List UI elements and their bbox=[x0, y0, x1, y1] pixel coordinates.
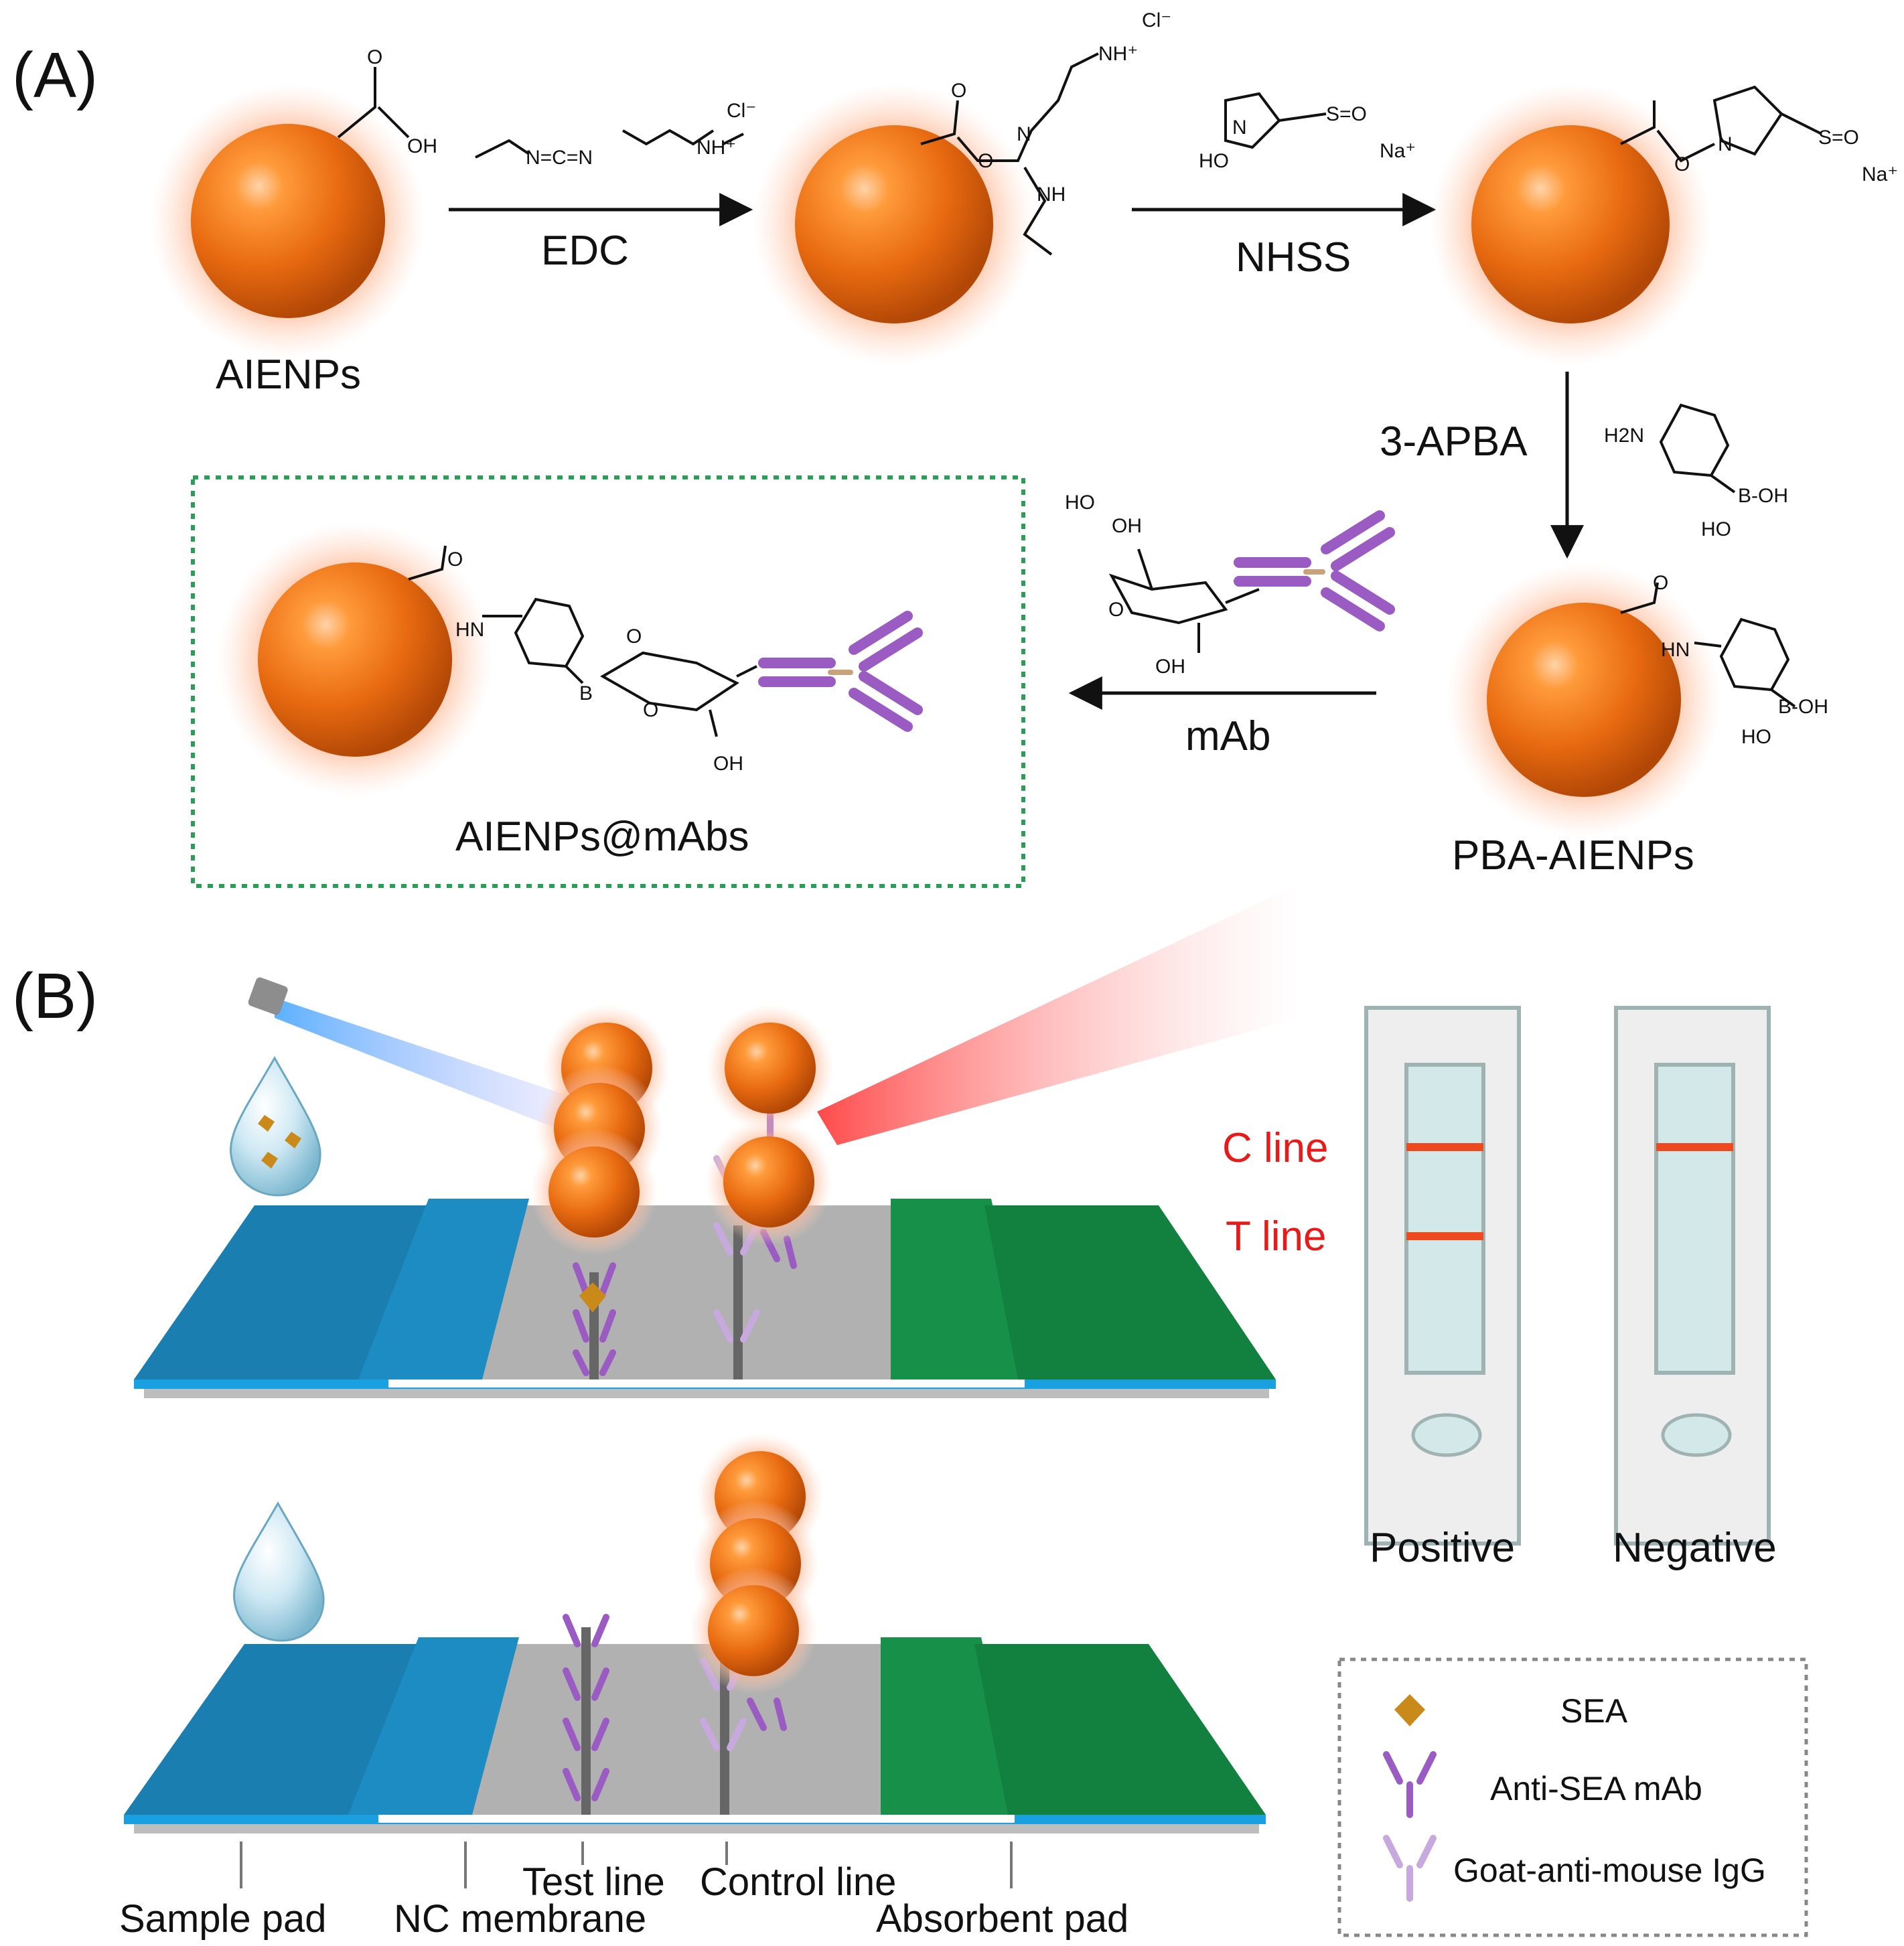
legend-box bbox=[1337, 1657, 1808, 1937]
chem-o-8: O bbox=[626, 625, 642, 648]
label-test-line: Test line bbox=[522, 1860, 665, 1904]
label-t-line: T line bbox=[1226, 1213, 1327, 1260]
test-strip-positive bbox=[134, 1199, 1276, 1398]
cassette-negative bbox=[1614, 1006, 1771, 1546]
chem-h2n: H2N bbox=[1604, 425, 1644, 447]
chem-o-6: O bbox=[1108, 599, 1124, 621]
label-control-line: Control line bbox=[700, 1860, 896, 1904]
chem-nh-plus: NH⁺ bbox=[697, 137, 736, 159]
sample-pad-2 bbox=[124, 1644, 419, 1815]
chem-o-2: O bbox=[951, 80, 966, 102]
absorbent-pad-2 bbox=[974, 1644, 1266, 1815]
particles-strip-2 bbox=[690, 1433, 824, 1694]
panel-b-label: (B) bbox=[12, 960, 98, 1032]
chem-hn-2: HN bbox=[455, 619, 484, 641]
apba-structure bbox=[1659, 403, 1736, 494]
chem-b-oh-2: B-OH bbox=[1778, 696, 1828, 718]
chem-carbodiimide: N=C=N bbox=[526, 147, 593, 169]
legend-goat-anti-mouse-igg: Goat-anti-mouse IgG bbox=[1453, 1852, 1766, 1889]
particle-nhs-ester bbox=[1430, 84, 1822, 365]
test-line-capture-1 bbox=[573, 1262, 616, 1379]
chem-cl-2: Cl⁻ bbox=[1142, 9, 1171, 31]
edc-structure bbox=[475, 129, 744, 159]
chem-na: Na⁺ bbox=[1380, 140, 1416, 162]
chem-hn: HN bbox=[1661, 639, 1690, 661]
nhss-structure bbox=[1224, 92, 1327, 149]
sample-pad-1 bbox=[134, 1205, 429, 1379]
antibody-conjugate-icon bbox=[758, 611, 923, 732]
legend-anti-sea-mab: Anti-SEA mAb bbox=[1490, 1770, 1702, 1807]
excitation-light bbox=[248, 977, 616, 1152]
chem-nh-plus-2: NH⁺ bbox=[1098, 43, 1138, 65]
reagent-nhss: NHSS bbox=[1236, 234, 1351, 281]
chem-oh: OH bbox=[407, 135, 437, 157]
chem-ho-2: HO bbox=[1701, 518, 1731, 540]
chem-ho-4: HO bbox=[1065, 492, 1095, 514]
c-line-band-negative bbox=[1656, 1143, 1733, 1151]
legend-sea: SEA bbox=[1560, 1692, 1628, 1730]
sample-drop-positive-icon bbox=[229, 1055, 321, 1197]
antibody-mab-icon bbox=[1234, 510, 1395, 631]
test-strip-negative bbox=[124, 1637, 1266, 1833]
chem-o-4: O bbox=[1674, 153, 1690, 175]
reagent-mab: mAb bbox=[1185, 713, 1270, 759]
label-nc-membrane: NC membrane bbox=[394, 1897, 646, 1941]
legend-igg-icon bbox=[1383, 1835, 1437, 1902]
label-negative: Negative bbox=[1613, 1525, 1777, 1571]
label-c-line: C line bbox=[1222, 1125, 1329, 1171]
strip-leader-lines bbox=[240, 1842, 1013, 1888]
t-line-band-positive bbox=[1406, 1232, 1483, 1240]
particle-intermediate bbox=[753, 52, 1099, 365]
particle-aienps bbox=[151, 67, 425, 358]
legend-sea-icon bbox=[1394, 1694, 1425, 1726]
chem-o-5: O bbox=[1653, 572, 1668, 594]
particle-aienps-mabs bbox=[218, 522, 757, 797]
chem-b: B bbox=[579, 682, 593, 704]
label-absorbent-pad: Absorbent pad bbox=[876, 1897, 1128, 1941]
chem-n: N bbox=[1017, 123, 1031, 145]
legend-anti-sea-mab-icon bbox=[1383, 1751, 1437, 1818]
reagent-edc: EDC bbox=[541, 228, 629, 274]
reagent-apba: 3-APBA bbox=[1380, 419, 1528, 465]
c-line-band-positive bbox=[1406, 1143, 1483, 1151]
nc-membrane-2 bbox=[469, 1644, 928, 1815]
chem-b-oh: B-OH bbox=[1738, 485, 1788, 507]
chem-oh-3: OH bbox=[1155, 656, 1185, 678]
chem-o-7: O bbox=[447, 548, 463, 571]
emission-light bbox=[817, 884, 1299, 1145]
chem-so3: S=O bbox=[1326, 103, 1367, 125]
chem-oh-2: OH bbox=[1112, 515, 1142, 537]
label-sample-pad: Sample pad bbox=[119, 1897, 327, 1941]
chem-na-2: Na⁺ bbox=[1862, 163, 1898, 185]
chem-ho: HO bbox=[1199, 150, 1229, 172]
chem-o-9: O bbox=[643, 699, 658, 721]
chem-oh-4: OH bbox=[713, 753, 743, 775]
label-aienps-mabs: AIENPs@mAbs bbox=[455, 814, 749, 860]
chem-so3-2: S=O bbox=[1818, 127, 1859, 149]
chem-n-3: N bbox=[1718, 133, 1733, 155]
chem-o: O bbox=[367, 46, 382, 68]
chem-nh: NH bbox=[1037, 183, 1066, 206]
chem-o-3: O bbox=[978, 150, 993, 172]
label-positive: Positive bbox=[1370, 1525, 1515, 1571]
product-box bbox=[191, 475, 1025, 888]
particle-pba-aienps bbox=[1447, 563, 1796, 837]
absorbent-pad-1 bbox=[984, 1205, 1276, 1379]
label-pba-aienps: PBA-AIENPs bbox=[1452, 832, 1694, 879]
particles-strip-1 bbox=[530, 1004, 834, 1256]
chem-n-2: N bbox=[1232, 117, 1247, 139]
panel-a-label: (A) bbox=[12, 40, 98, 111]
test-line-capture-2 bbox=[563, 1614, 609, 1815]
sample-drop-negative-icon bbox=[232, 1501, 325, 1642]
chem-cl: Cl⁻ bbox=[727, 100, 756, 122]
mab-glycan bbox=[1108, 548, 1260, 653]
cassette-positive bbox=[1364, 1006, 1521, 1546]
label-aienps: AIENPs bbox=[216, 352, 361, 398]
chem-ho-3: HO bbox=[1741, 726, 1771, 748]
